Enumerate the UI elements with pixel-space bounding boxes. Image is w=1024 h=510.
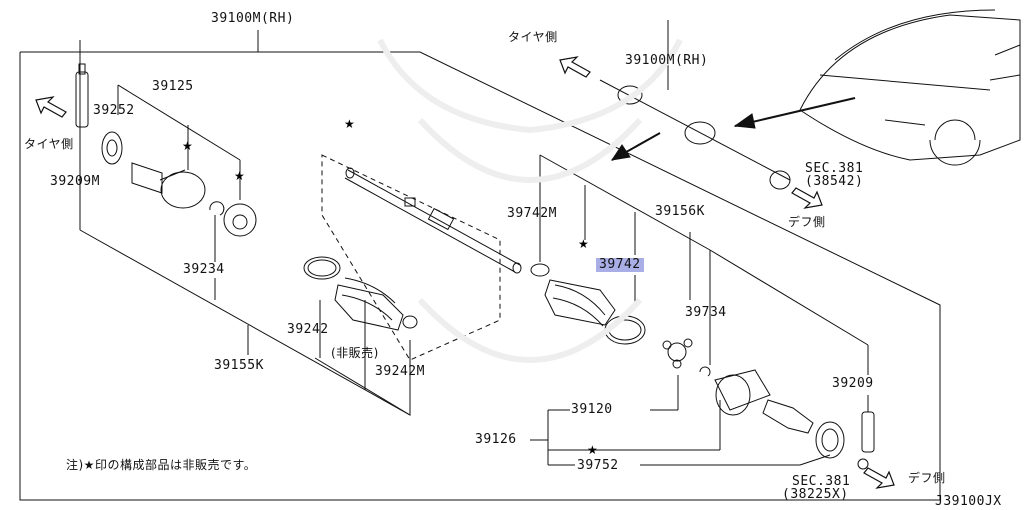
label-39242[interactable]: 39242 <box>287 322 329 337</box>
star-marker: ★ <box>578 237 589 251</box>
arrow-tire-side-left <box>35 96 67 118</box>
label-diff-side-top: デフ側 <box>788 215 826 229</box>
label-39234[interactable]: 39234 <box>183 262 225 277</box>
label-39252[interactable]: 39252 <box>93 103 135 118</box>
label-39155k[interactable]: 39155K <box>214 358 264 373</box>
footnote: 注)★印の構成部品は非販売です。 <box>66 458 257 472</box>
diagram-code: J39100JX <box>935 494 1002 509</box>
label-39209m[interactable]: 39209M <box>50 174 100 189</box>
star-marker: ★ <box>182 139 193 153</box>
label-sec381-top[interactable]: SEC.381 <box>805 161 864 176</box>
label-39126[interactable]: 39126 <box>475 432 517 447</box>
label-tire-side-top: タイヤ側 <box>508 30 558 44</box>
label-39125[interactable]: 39125 <box>152 79 194 94</box>
label-39752[interactable]: 39752 <box>577 458 619 473</box>
label-39209[interactable]: 39209 <box>832 376 874 391</box>
arrow-tire-side-top <box>559 56 591 78</box>
label-39734[interactable]: 39734 <box>685 305 727 320</box>
star-marker: ★ <box>344 117 355 131</box>
star-marker: ★ <box>234 169 245 183</box>
label-not-sold: (非販売) <box>331 346 379 360</box>
label-39120[interactable]: 39120 <box>571 402 613 417</box>
label-39242m[interactable]: 39242M <box>375 364 425 379</box>
arrow-diff-side-bottom <box>863 467 895 489</box>
assembly-frame <box>19 51 941 501</box>
label-sec381-top-ref[interactable]: (38542) <box>805 174 864 189</box>
label-39742-highlighted[interactable]: 39742 <box>596 258 644 272</box>
label-sec381-bottom-ref[interactable]: (38225X) <box>782 487 849 502</box>
label-sec381-bottom[interactable]: SEC.381 <box>792 474 851 489</box>
label-39100m-rh-right[interactable]: 39100M(RH) <box>625 53 709 68</box>
star-marker: ★ <box>587 443 598 457</box>
label-39742m[interactable]: 39742M <box>507 206 557 221</box>
label-39100m-rh[interactable]: 39100M(RH) <box>211 11 295 26</box>
label-diff-side-bottom: デフ側 <box>908 471 946 485</box>
not-sold-box <box>321 154 501 361</box>
label-39156k[interactable]: 39156K <box>655 204 705 219</box>
label-tire-side-left: タイヤ側 <box>24 137 74 151</box>
arrow-diff-side-top <box>791 187 823 209</box>
